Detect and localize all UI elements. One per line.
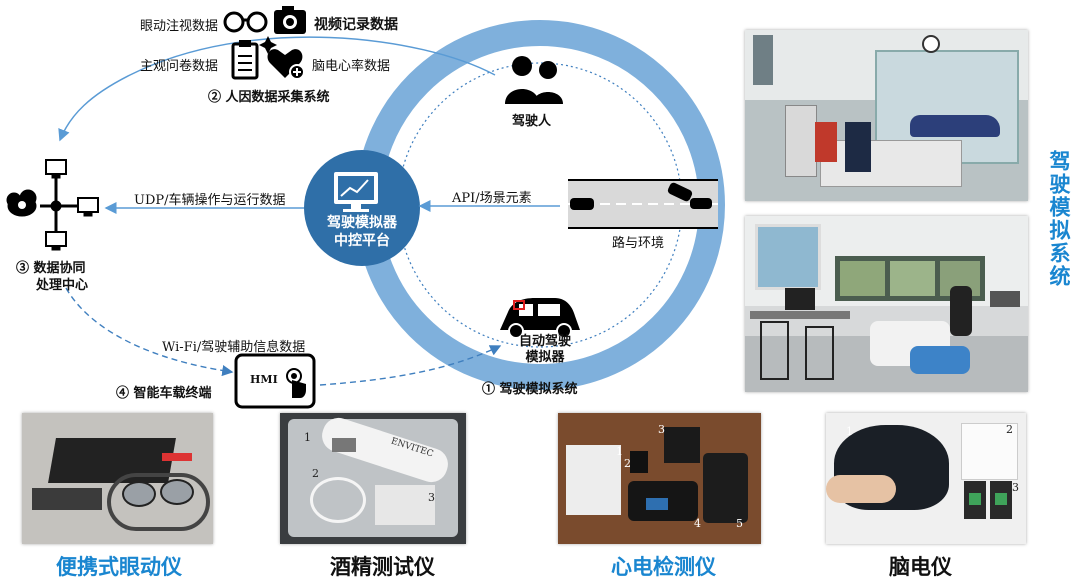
autonomous-label: 自动驾驶 模拟器 [508, 334, 582, 366]
eeg-mark-2: 2 [1006, 423, 1013, 436]
breath-mark-3: 3 [428, 491, 435, 504]
hmi-screen-text: HMI [250, 373, 278, 386]
ecg-mark-4: 4 [694, 517, 701, 530]
eeg-ecg-label: 脑电心率数据 [312, 55, 390, 74]
side-title: 驾驶模拟系统 [1050, 150, 1074, 288]
hmi-terminal-label: ④ 智能车载终端 [116, 382, 212, 401]
camera-icon [274, 6, 306, 34]
questionnaire-label: 主观问卷数据 [140, 55, 218, 74]
cloud-gear-icon [18, 201, 26, 209]
udp-link-label: UDP/车辆操作与运行数据 [134, 189, 286, 208]
eye-tracking-label: 眼动注视数据 [140, 15, 218, 34]
ecg-mark-5: 5 [736, 517, 743, 530]
caption-eeg: 脑电仪 [889, 551, 952, 581]
video-label: 视频记录数据 [314, 14, 398, 34]
breathalyzer-photo: ENVITEC 1 2 3 [280, 413, 466, 544]
hub-label-line2: 中控平台 [304, 232, 420, 250]
ecg-mark-1: 1 [616, 445, 623, 458]
ecg-photo: 1 2 3 4 5 [558, 413, 761, 544]
breath-mark-2: 2 [312, 467, 319, 480]
driver-label: 驾驶人 [512, 110, 551, 129]
autonomous-line1: 自动驾驶 [508, 334, 582, 350]
hub-label-line1: 驾驶模拟器 [304, 214, 420, 232]
lab-photo-top [745, 30, 1028, 201]
autonomous-car-icon [500, 298, 580, 338]
eye-tracker-photo [22, 413, 213, 544]
ecg-mark-2: 2 [624, 457, 631, 470]
caption-eye-tracker: 便携式眼动仪 [56, 551, 182, 581]
caption-ecg: 心电检测仪 [611, 551, 716, 581]
eeg-photo: 1 2 3 [826, 413, 1026, 544]
api-link-label: API/场景元素 [452, 187, 532, 206]
clipboard-icon [233, 40, 257, 78]
system-ring-label: ① 驾驶模拟系统 [482, 378, 578, 397]
wifi-dashed-arrow [66, 288, 232, 372]
eeg-mark-1: 1 [846, 425, 853, 438]
eeg-mark-3: 3 [1012, 481, 1019, 494]
data-center-line1: ③ 数据协同 [16, 260, 88, 277]
human-factors-title: ② 人因数据采集系统 [208, 86, 330, 105]
heart-plus-icon [268, 49, 304, 79]
road-scene-icon [568, 180, 718, 228]
autonomous-line2: 模拟器 [508, 350, 582, 366]
ecg-mark-3: 3 [658, 423, 665, 436]
breath-mark-1: 1 [304, 431, 311, 444]
wifi-link-label: Wi-Fi/驾驶辅助信息数据 [162, 336, 305, 355]
road-label: 路与环境 [612, 232, 664, 251]
hub-label: 驾驶模拟器 中控平台 [304, 214, 420, 250]
caption-breathalyzer: 酒精测试仪 [330, 551, 435, 581]
data-center-line2: 处理中心 [16, 277, 88, 294]
glasses-icon [225, 13, 266, 31]
data-center-title: ③ 数据协同 处理中心 [16, 260, 88, 294]
drivers-icon [505, 56, 563, 104]
lab-photo-bottom [745, 216, 1028, 392]
